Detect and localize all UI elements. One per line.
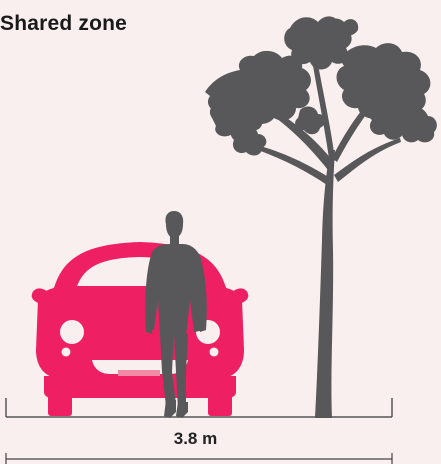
car-front-icon	[32, 242, 249, 416]
width-dimension-label: 3.8 m	[174, 429, 217, 448]
dimension-line	[6, 453, 392, 464]
width-dimension-container: 3.8 m	[0, 429, 441, 449]
